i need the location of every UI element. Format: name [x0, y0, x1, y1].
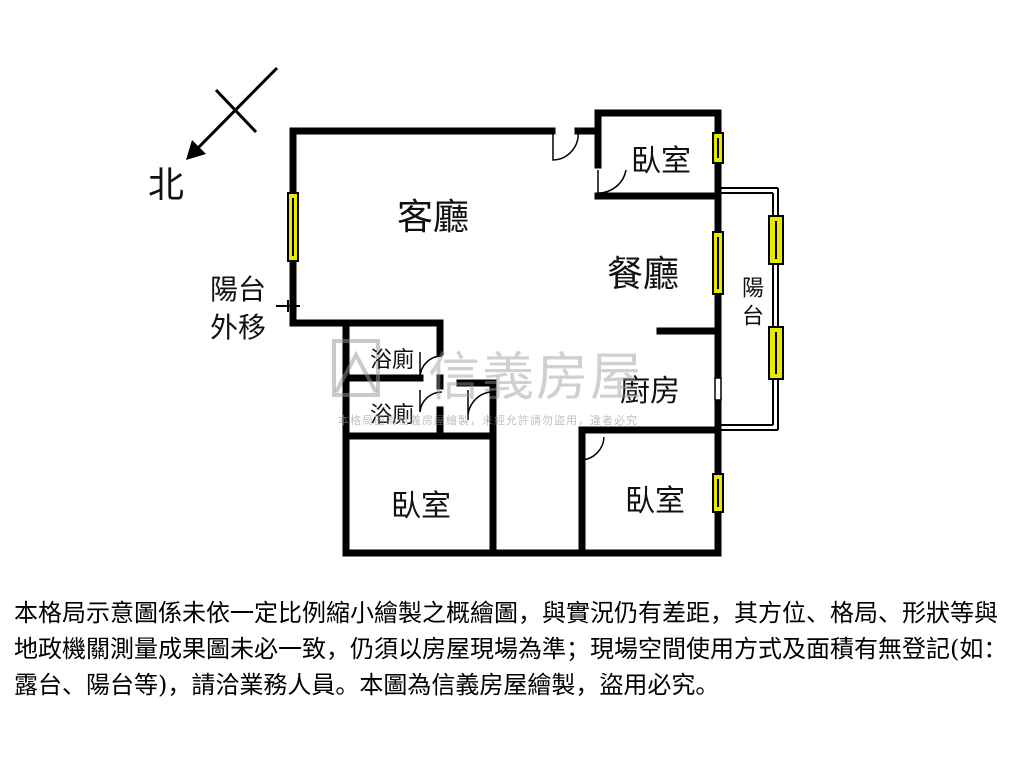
kitchen-window	[714, 377, 722, 401]
watermark-logo-icon	[332, 339, 380, 397]
room-bedroom-right: 臥室	[625, 484, 685, 519]
balcony-moved-line1: 陽台	[210, 273, 267, 306]
room-bath-2: 浴廁	[370, 403, 415, 428]
disclaimer-text: 本格局示意圖係未依一定比例縮小繪製之概繪圖，與實況仍有差距，其方位、格局、形狀等…	[14, 599, 1008, 699]
floor-plan	[186, 66, 784, 557]
watermark-notice: 本格局圖為信義房屋繪製，未經允許請勿盜用，違者必究	[338, 414, 638, 427]
compass-arrow-icon	[186, 66, 279, 160]
windows	[287, 132, 784, 513]
room-bedroom-top: 臥室	[631, 144, 691, 179]
room-balcony-right: 陽台	[738, 276, 763, 332]
doors	[419, 130, 627, 461]
walls	[289, 109, 722, 557]
watermark-brand: 信義房屋	[428, 348, 645, 408]
balcony-moved-line2: 外移	[210, 311, 267, 344]
room-bedroom-left: 臥室	[391, 489, 451, 524]
room-bath-1: 浴廁	[370, 348, 415, 373]
room-dining-room: 餐廳	[607, 254, 680, 295]
room-kitchen: 廚房	[620, 374, 680, 409]
room-living-room: 客廳	[397, 197, 470, 238]
north-label: 北	[148, 165, 185, 206]
